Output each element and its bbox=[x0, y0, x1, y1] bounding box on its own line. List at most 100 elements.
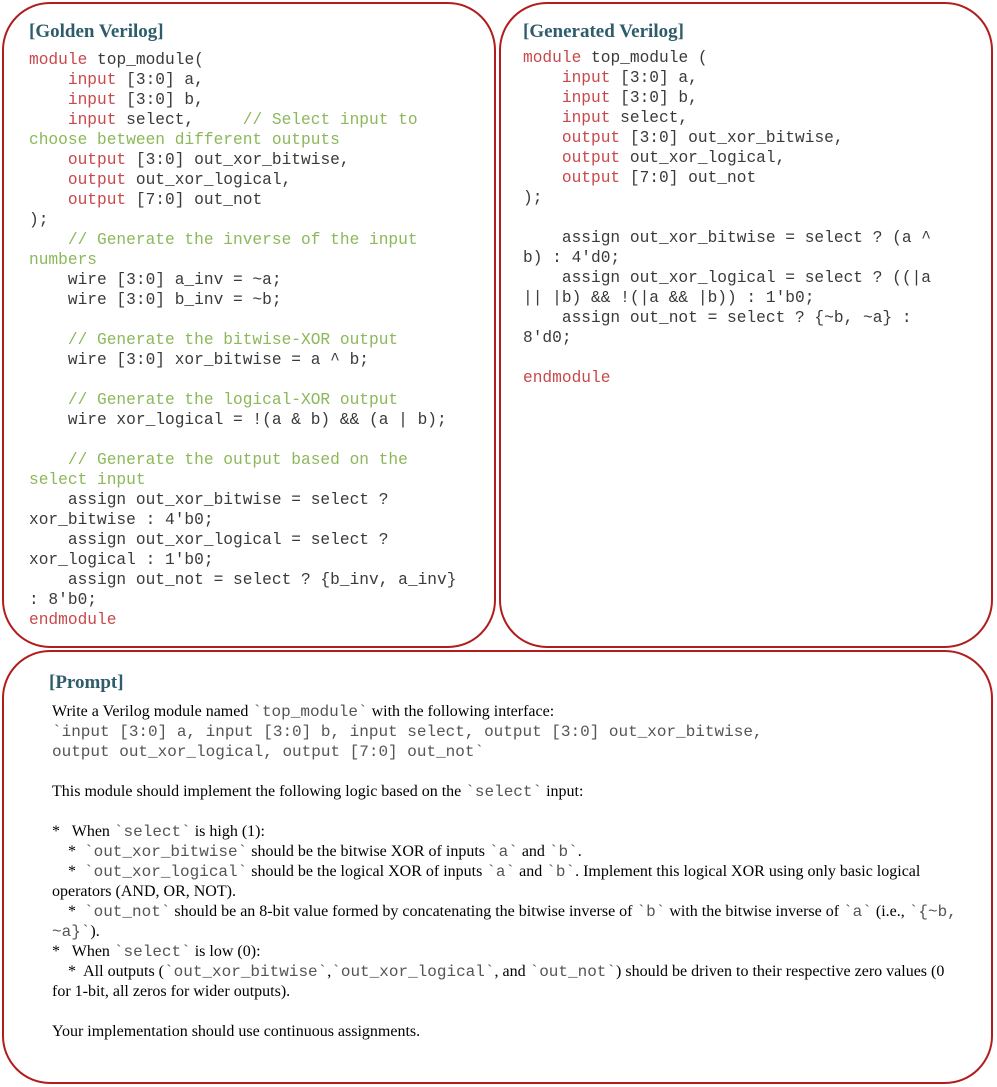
prompt-paragraph: * All outputs (`out_xor_bitwise`,`out_xo… bbox=[52, 962, 962, 1002]
prompt-text: ). bbox=[90, 923, 100, 940]
inline-code: `b` bbox=[546, 863, 576, 881]
prompt-text: is high (1): bbox=[190, 823, 265, 840]
prompt-text: and bbox=[515, 863, 547, 880]
code-comment: // Select input to bbox=[242, 111, 418, 129]
code-keyword: output bbox=[67, 151, 127, 169]
prompt-paragraph: * `out_xor_bitwise` should be the bitwis… bbox=[52, 842, 962, 862]
code-text: ); bbox=[523, 189, 543, 207]
inline-code: `out_not` bbox=[529, 963, 617, 981]
code-text: || |b) && !(|a && |b)) : 1'b0; bbox=[523, 289, 815, 307]
code-text bbox=[29, 171, 68, 189]
code-text bbox=[29, 231, 68, 249]
prompt-text: . Implement this logical XOR using only … bbox=[52, 863, 925, 900]
code-keyword: input bbox=[561, 89, 611, 107]
prompt-text: with the following interface: bbox=[367, 703, 555, 720]
prompt-text: * When bbox=[52, 823, 114, 840]
code-text: select, bbox=[610, 109, 689, 127]
prompt-paragraph bbox=[52, 802, 962, 822]
inline-code: output out_xor_logical, output [7:0] out… bbox=[52, 743, 485, 761]
code-text: [3:0] out_xor_bitwise, bbox=[620, 129, 844, 147]
prompt-paragraph: * When `select` is low (0): bbox=[52, 942, 962, 962]
code-text bbox=[523, 169, 562, 187]
code-text bbox=[29, 331, 68, 349]
inline-code: `select` bbox=[113, 823, 191, 841]
code-comment: // Generate the logical-XOR output bbox=[67, 391, 399, 409]
inline-code: `select` bbox=[113, 943, 191, 961]
generated-verilog-panel: [Generated Verilog] module top_module ( … bbox=[499, 2, 993, 648]
code-text bbox=[29, 91, 68, 109]
inline-code: `out_xor_logical` bbox=[331, 963, 495, 981]
code-text: out_xor_logical, bbox=[126, 171, 292, 189]
prompt-text: * bbox=[52, 863, 84, 880]
code-text: [3:0] b, bbox=[610, 89, 698, 107]
code-keyword: input bbox=[67, 111, 117, 129]
code-text: assign out_xor_logical = select ? bbox=[29, 531, 389, 549]
prompt-paragraph: * `out_not` should be an 8-bit value for… bbox=[52, 902, 962, 942]
code-text: [7:0] out_not bbox=[126, 191, 263, 209]
prompt-text: , and bbox=[494, 963, 530, 980]
inline-code: `out_xor_bitwise` bbox=[164, 963, 328, 981]
prompt-text: with the bitwise inverse of bbox=[665, 903, 844, 920]
code-text bbox=[29, 111, 68, 129]
inline-code: `a` bbox=[486, 863, 516, 881]
code-text: wire xor_logical = !(a & b) && (a | b); bbox=[29, 411, 447, 429]
prompt-paragraph: Your implementation should use continuou… bbox=[52, 1022, 962, 1042]
code-text bbox=[523, 89, 562, 107]
code-text: assign out_xor_bitwise = select ? (a ^ bbox=[523, 229, 931, 247]
prompt-panel: [Prompt] Write a Verilog module named `t… bbox=[2, 650, 993, 1084]
prompt-text: should be an 8-bit value formed by conca… bbox=[170, 903, 637, 920]
code-keyword: input bbox=[561, 69, 611, 87]
prompt-text: , bbox=[327, 963, 332, 980]
prompt-text: * bbox=[52, 903, 84, 920]
code-keyword: output bbox=[561, 169, 621, 187]
prompt-paragraph: `input [3:0] a, input [3:0] b, input sel… bbox=[52, 722, 962, 742]
code-text: wire [3:0] a_inv = ~a; bbox=[29, 271, 282, 289]
prompt-text: Your implementation should use continuou… bbox=[52, 1023, 421, 1040]
prompt-text: . bbox=[577, 843, 582, 860]
inline-code: `top_module` bbox=[252, 703, 368, 721]
prompt-text: (i.e., bbox=[871, 903, 909, 920]
code-text: : 8'b0; bbox=[29, 591, 97, 609]
code-text: top_module( bbox=[87, 51, 204, 69]
golden-verilog-code: module top_module( input [3:0] a, input … bbox=[29, 50, 456, 630]
code-keyword: input bbox=[67, 71, 117, 89]
code-keyword: output bbox=[561, 149, 621, 167]
code-text: xor_bitwise : 4'b0; bbox=[29, 511, 214, 529]
prompt-text: input: bbox=[542, 783, 584, 800]
code-text: top_module ( bbox=[581, 49, 708, 67]
code-keyword: module bbox=[523, 49, 582, 67]
code-text: out_xor_logical, bbox=[620, 149, 786, 167]
prompt-paragraph: * `out_xor_logical` should be the logica… bbox=[52, 862, 962, 902]
code-text bbox=[29, 71, 68, 89]
prompt-text: ) should be driven to their respective z… bbox=[52, 963, 949, 1000]
code-keyword: endmodule bbox=[523, 369, 611, 387]
code-text bbox=[29, 451, 68, 469]
prompt-text: * All outputs ( bbox=[52, 963, 165, 980]
code-text bbox=[523, 129, 562, 147]
inline-code: `input [3:0] a, input [3:0] b, input sel… bbox=[52, 723, 763, 741]
code-text: [3:0] a, bbox=[116, 71, 204, 89]
prompt-text: is low (0): bbox=[190, 943, 261, 960]
code-text bbox=[29, 191, 68, 209]
code-text bbox=[523, 69, 562, 87]
code-text: select, bbox=[116, 111, 243, 129]
code-text bbox=[29, 151, 68, 169]
inline-code: `select` bbox=[465, 783, 543, 801]
inline-code: `b` bbox=[548, 843, 578, 861]
generated-verilog-title: [Generated Verilog] bbox=[523, 21, 684, 42]
code-text bbox=[523, 149, 562, 167]
inline-code: `out_xor_bitwise` bbox=[84, 843, 248, 861]
code-comment: choose between different outputs bbox=[29, 131, 340, 149]
code-keyword: endmodule bbox=[29, 611, 117, 629]
code-text: [3:0] out_xor_bitwise, bbox=[126, 151, 350, 169]
prompt-paragraph: * When `select` is high (1): bbox=[52, 822, 962, 842]
code-comment: // Generate the output based on the bbox=[67, 451, 408, 469]
inline-code: `{~b, ~a}` bbox=[52, 903, 967, 941]
prompt-text: * bbox=[52, 843, 84, 860]
code-keyword: input bbox=[561, 109, 611, 127]
prompt-text: and bbox=[517, 843, 549, 860]
code-keyword: output bbox=[67, 171, 127, 189]
code-text: b) : 4'd0; bbox=[523, 249, 621, 267]
code-text: wire [3:0] b_inv = ~b; bbox=[29, 291, 282, 309]
prompt-paragraph: Write a Verilog module named `top_module… bbox=[52, 702, 962, 722]
